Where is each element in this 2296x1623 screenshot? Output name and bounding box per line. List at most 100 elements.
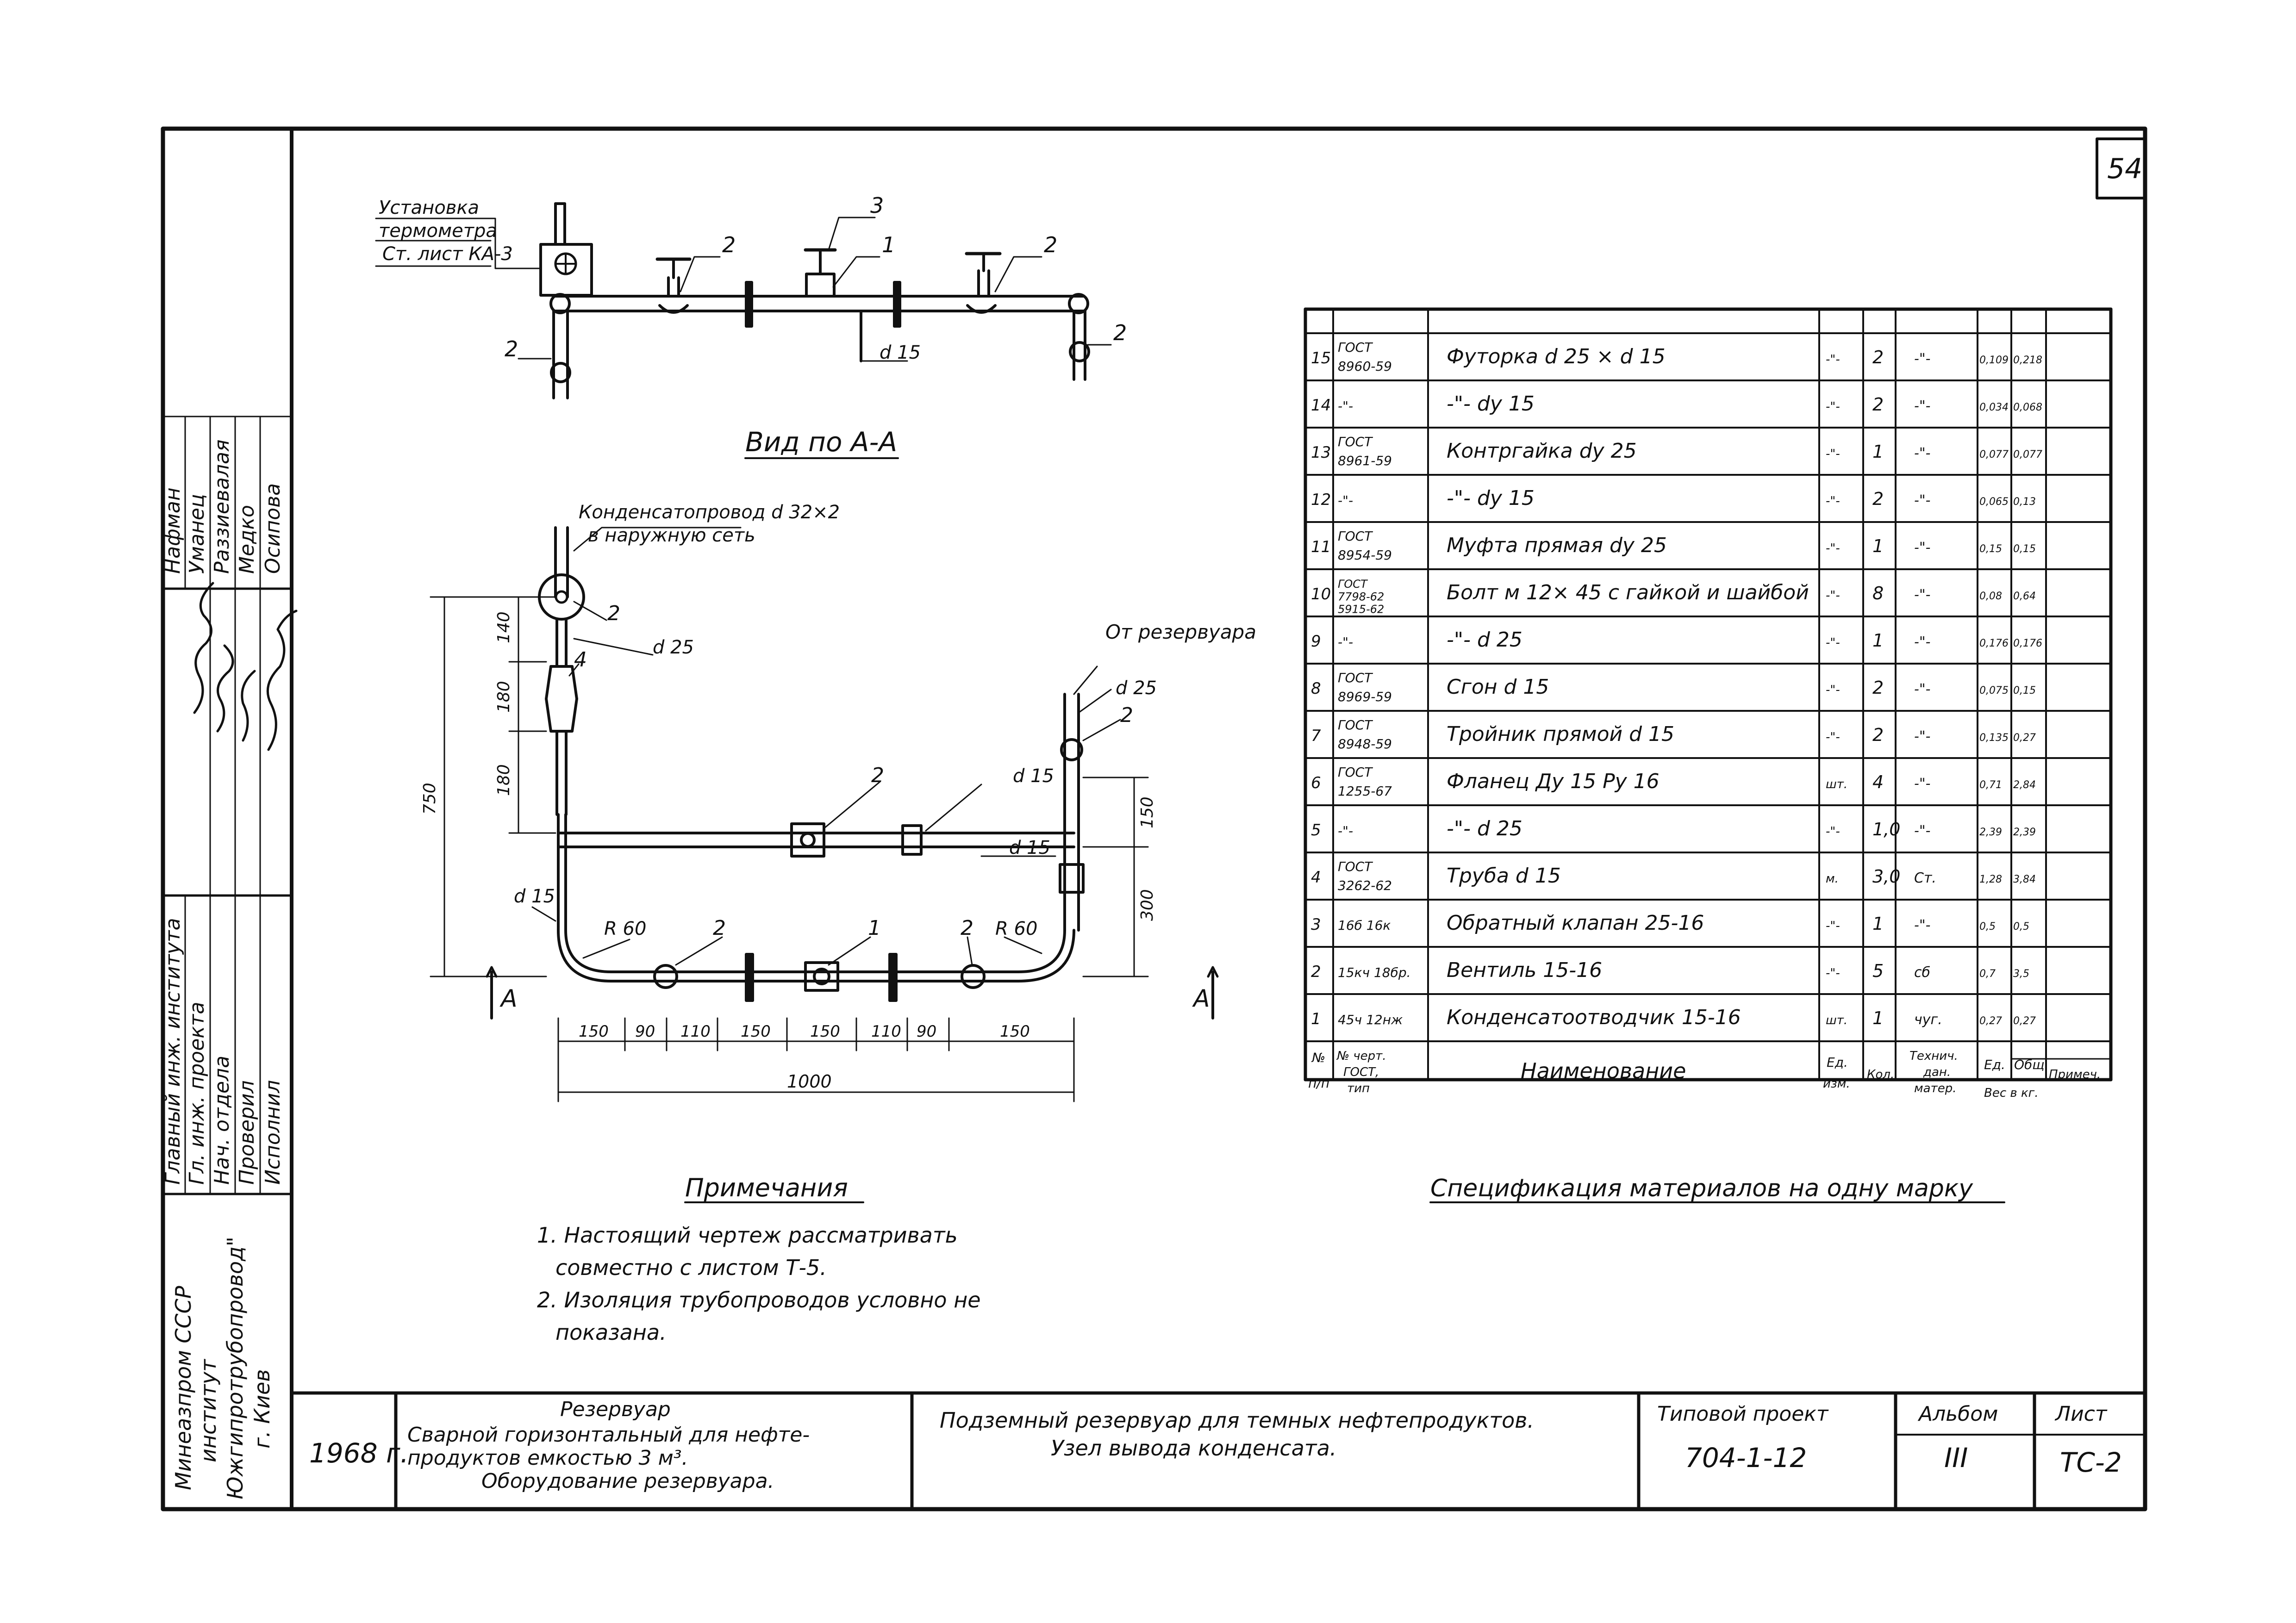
row-no: 7 (1311, 727, 1321, 745)
hdr-w2: Общ. (2014, 1057, 2049, 1072)
strip-role-4: Проверил (235, 1080, 259, 1185)
aa-hdim-5: 150 (810, 1022, 840, 1041)
hdr-note: Примеч. (2049, 1068, 2101, 1082)
row-unit: -"- (1826, 541, 1840, 555)
row-weight-total: 0,27 (2013, 1015, 2036, 1027)
row-standard: ГОСТ (1338, 529, 1373, 544)
row-weight-unit: 0,7 (1979, 968, 1996, 980)
hdr-std-1: № черт. (1336, 1049, 1386, 1063)
note-line-3: 2. Изоляция трубопроводов условно не (537, 1287, 981, 1312)
row-weight-total: 0,27 (2013, 732, 2036, 744)
hdr-unit-1: Ед. (1827, 1055, 1848, 1070)
row-qty: 1 (1872, 630, 1884, 651)
row-qty: 1 (1872, 1008, 1884, 1028)
row-no: 3 (1311, 915, 1321, 934)
aa-d15-right: d 15 (1009, 837, 1050, 858)
row-material: -"- (1914, 351, 1930, 367)
row-material: -"- (1914, 398, 1930, 414)
note-line-2: совместно с листом Т-5. (555, 1255, 827, 1280)
condensate-label-2: в наружную сеть (588, 525, 755, 546)
aa-callout-1: 1 (868, 916, 881, 940)
aa-d25-left: d 25 (653, 637, 694, 658)
strip-role-5: Исполнил (261, 1080, 285, 1185)
aa-dim-140: 140 (494, 611, 513, 643)
row-material: -"- (1914, 540, 1930, 556)
year: 1968 г. (309, 1437, 409, 1469)
object-line-3: продуктов емкостью 3 м³. (407, 1446, 688, 1470)
row-no: 15 (1311, 349, 1331, 367)
sheet-number: 54 (2107, 153, 2142, 185)
top-dim-d15: d 15 (880, 342, 921, 363)
hdr-mat-2: дан. (1923, 1065, 1951, 1079)
row-weight-unit: 0,71 (1979, 779, 2002, 791)
aa-callout-2e: 2 (1120, 703, 1133, 727)
row-qty: 2 (1872, 489, 1884, 509)
row-standard: ГОСТ (1338, 670, 1373, 685)
row-weight-unit: 0,075 (1979, 685, 2009, 696)
row-no: 2 (1311, 963, 1321, 981)
row-weight-total: 0,15 (2013, 543, 2036, 555)
row-material: сб (1914, 964, 1930, 981)
title-line-2: Узел вывода конденсата. (1051, 1436, 1336, 1461)
row-material: чуг. (1914, 1012, 1942, 1028)
aa-dim-750: 750 (420, 783, 439, 815)
object-line-2: Сварной горизонтальный для нефте- (407, 1423, 810, 1447)
row-name: Контргайка dy 25 (1447, 439, 1637, 463)
row-no: 5 (1311, 821, 1321, 839)
album-label: Альбом (1917, 1402, 1998, 1426)
view-aa-dimensions (430, 527, 1219, 1102)
aa-d25-right: d 25 (1116, 678, 1157, 699)
view-aa-labels: Конденсатопровод d 32×2 в наружную сеть … (420, 502, 1256, 1092)
row-standard: 5915-62 (1338, 603, 1384, 616)
row-name: Обратный клапан 25-16 (1447, 911, 1704, 935)
object-line-1: Резервуар (560, 1398, 671, 1421)
strip-org-3: Южгипротрубопровод" (223, 1237, 248, 1499)
row-standard: 8954-59 (1338, 547, 1392, 563)
row-weight-unit: 0,5 (1979, 921, 1996, 933)
sheet-label: Лист (2054, 1402, 2108, 1426)
strip-name-3: Раззиевалая (210, 440, 234, 574)
row-unit: -"- (1826, 730, 1840, 744)
callout-2d: 2 (1113, 320, 1127, 345)
callout-2a: 2 (722, 232, 736, 257)
row-weight-unit: 0,176 (1979, 638, 2009, 649)
row-weight-total: 0,176 (2013, 638, 2042, 649)
aa-r60-right: R 60 (995, 918, 1037, 939)
thermometer-label-1: Установка (379, 197, 479, 218)
row-unit: -"- (1826, 447, 1840, 461)
row-material: -"- (1914, 492, 1930, 509)
row-unit: -"- (1826, 589, 1840, 603)
row-weight-total: 0,5 (2013, 921, 2029, 933)
row-unit: -"- (1826, 494, 1840, 508)
row-name: Конденсатоотводчик 15-16 (1447, 1006, 1741, 1029)
title-block (290, 1391, 2147, 1511)
row-weight-unit: 0,077 (1979, 449, 2009, 460)
row-weight-unit: 0,135 (1979, 732, 2009, 744)
aa-dim-300-right: 300 (1138, 889, 1157, 921)
signatures (193, 582, 298, 751)
row-weight-total: 3,84 (2013, 874, 2036, 885)
row-qty: 3,0 (1872, 866, 1900, 887)
row-qty: 4 (1872, 772, 1884, 792)
thermometer-label-3: Ст. лист КА-3 (382, 243, 513, 265)
row-weight-unit: 0,109 (1979, 354, 2009, 366)
top-view-leaders (375, 217, 1112, 360)
row-no: 14 (1311, 396, 1331, 415)
row-standard: 16б 16к (1338, 918, 1391, 933)
row-no: 1 (1311, 1010, 1321, 1028)
aa-r60-left: R 60 (604, 918, 646, 939)
row-standard: 1255-67 (1338, 784, 1392, 799)
strip-name-1: Нафман (161, 487, 185, 574)
row-standard: -"- (1338, 823, 1353, 839)
row-weight-unit: 0,034 (1979, 402, 2009, 413)
row-standard: 8960-59 (1338, 359, 1392, 374)
row-material: -"- (1914, 681, 1930, 697)
note-line-4: показана. (555, 1320, 667, 1345)
row-name: -"- d 25 (1447, 817, 1522, 840)
callout-2b: 2 (1044, 232, 1057, 257)
row-weight-unit: 0,27 (1979, 1015, 2002, 1027)
top-view-labels: Установка термометра Ст. лист КА-3 3 2 1… (379, 193, 1127, 363)
callout-1: 1 (882, 232, 895, 257)
